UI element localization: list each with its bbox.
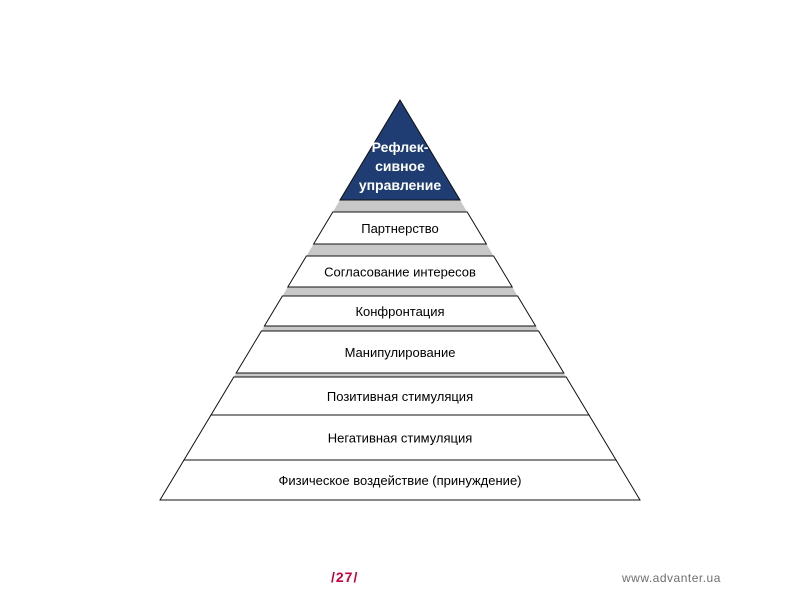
pyramid-level-label: Конфронтация (355, 304, 444, 319)
level-separator (261, 326, 539, 331)
pyramid-level-label: Физическое воздействие (принуждение) (278, 473, 521, 488)
pyramid-apex: Рефлек- сивное управление (339, 99, 461, 201)
site-url: www.advanter.ua (622, 571, 721, 585)
level-separator (306, 244, 494, 256)
pyramid-level (263, 295, 537, 327)
level-separator (332, 200, 468, 212)
level-separator (233, 373, 567, 377)
apex-line-1: Рефлек- (372, 139, 429, 155)
level-separator (282, 287, 518, 296)
pyramid-level-label: Негативная стимуляция (328, 431, 473, 446)
pyramid-level (312, 211, 488, 245)
pyramid-separators (233, 200, 567, 377)
pyramid-level (159, 459, 641, 501)
page-number: /27/ (331, 569, 359, 585)
pyramid-level (235, 330, 565, 374)
apex-triangle (339, 99, 461, 201)
pyramid-level-label: Согласование интересов (324, 265, 476, 280)
pyramid-level-label: Позитивная стимуляция (327, 389, 473, 404)
apex-line-2: сивное (375, 158, 425, 174)
apex-line-3: управление (359, 177, 442, 193)
pyramid-level-label: Манипулирование (345, 345, 456, 360)
pyramid-level (286, 255, 514, 288)
pyramid-level-label: Партнерство (361, 221, 439, 236)
